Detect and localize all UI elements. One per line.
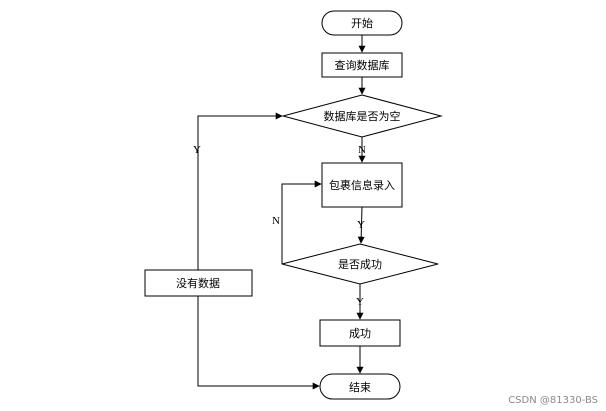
end-terminal xyxy=(319,373,401,400)
edge-no-data-to-decision xyxy=(197,112,283,270)
edge-label-empty-no: N xyxy=(358,144,366,156)
query-database-label: 查询数据库 xyxy=(335,58,390,72)
parcel-input-box xyxy=(321,162,403,208)
database-empty-label: 数据库是否为空 xyxy=(324,109,401,123)
no-data-box xyxy=(144,269,253,297)
end-label: 结束 xyxy=(349,381,371,394)
edge-label-retry-no: N xyxy=(272,215,280,227)
start-label: 开始 xyxy=(351,16,373,30)
edge-retry-loop xyxy=(281,180,322,264)
watermark: CSDN @81330-BS xyxy=(508,395,598,406)
success-box xyxy=(319,319,401,347)
edge-no-data-to-end xyxy=(197,296,320,390)
edge-label-input-yes: Y xyxy=(357,219,365,231)
edge-label-success-yes: Y xyxy=(356,296,364,308)
parcel-input-label: 包裹信息录入 xyxy=(329,178,395,192)
edge-label-empty-yes: Y xyxy=(193,144,201,156)
success-label: 成功 xyxy=(349,327,371,340)
no-data-label: 没有数据 xyxy=(176,276,220,290)
query-database-box xyxy=(321,52,403,78)
edge-input-to-success-check xyxy=(357,206,365,244)
success-decision-label: 是否成功 xyxy=(338,258,382,271)
